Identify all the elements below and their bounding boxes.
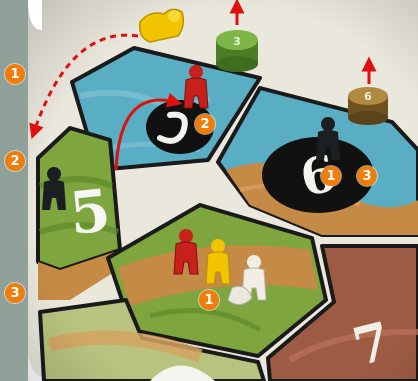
brown-token-label: 6 <box>364 90 372 103</box>
green-token-label: 3 <box>233 35 241 48</box>
marker-top-tile: 2 <box>195 114 215 134</box>
sidebar-badge-1: 1 <box>5 64 25 84</box>
brown-token[interactable]: 6 <box>348 87 388 125</box>
marker-center-tile: 1 <box>199 290 219 310</box>
green-token[interactable]: 3 <box>216 30 258 72</box>
sidebar-panel <box>0 0 28 381</box>
sidebar-badge-2: 2 <box>5 151 25 171</box>
marker-right-tile-a: 1 <box>321 166 341 186</box>
sidebar-badge-3: 3 <box>5 283 25 303</box>
marker-right-tile-b: 3 <box>357 166 377 186</box>
